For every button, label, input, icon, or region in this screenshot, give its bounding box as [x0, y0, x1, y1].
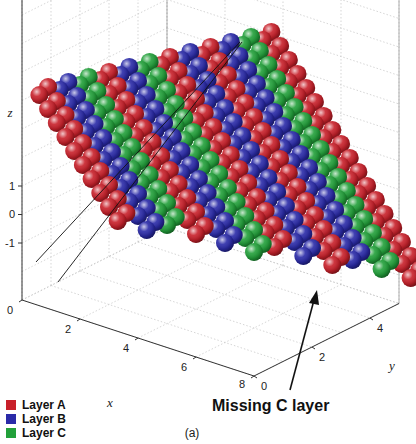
atom: [187, 225, 205, 243]
tick: [77, 319, 80, 321]
tick-label: 0: [261, 381, 267, 392]
tick-label: 8: [239, 379, 245, 390]
atom-shade: [187, 225, 205, 243]
atom-shade: [323, 256, 341, 274]
atom-shade: [138, 221, 156, 239]
tick-label: 4: [377, 323, 383, 334]
tick: [312, 347, 315, 349]
tick-label: 0: [7, 305, 13, 316]
atom-shade: [373, 260, 391, 278]
axis-label: z: [7, 106, 12, 119]
atom-shade: [294, 247, 312, 265]
grid-line: [22, 300, 254, 376]
grid-line: [22, 0, 167, 72]
axis-label: y: [389, 359, 395, 372]
atom-shade: [402, 269, 416, 287]
atom-shade: [245, 243, 263, 261]
callout-arrow: [290, 300, 314, 390]
grid: [18, 0, 399, 378]
tick: [135, 338, 138, 340]
tick: [254, 376, 257, 378]
grid-line: [22, 199, 167, 272]
tick-label: 1: [9, 181, 15, 192]
legend-text: Layer C: [22, 426, 66, 440]
tick-label: 6: [181, 362, 187, 373]
arrow-head: [309, 290, 319, 305]
z-axis: [22, 0, 23, 300]
atom: [138, 221, 156, 239]
grid-line: [22, 0, 167, 15]
atom: [323, 256, 341, 274]
legend-text: Layer B: [22, 412, 66, 426]
tick: [251, 376, 254, 378]
tick: [18, 186, 22, 187]
legend-text: Layer A: [22, 398, 66, 412]
legend-swatch: [6, 428, 16, 438]
atom-shade: [109, 212, 127, 230]
grid-line: [80, 247, 225, 320]
legend-swatch: [6, 414, 16, 424]
y-axis: [254, 304, 399, 377]
plane-line: [36, 42, 240, 262]
tick: [18, 214, 22, 215]
grid-line: [138, 266, 283, 339]
tick-label: 0: [9, 209, 15, 220]
grid-line: [51, 286, 283, 362]
atom-shade: [216, 234, 234, 252]
grid-line: [109, 257, 341, 333]
atom: [373, 260, 391, 278]
tick-label: 2: [65, 324, 71, 335]
legend-row: Layer A: [6, 398, 66, 412]
grid-line: [22, 0, 23, 300]
grid-line: [138, 242, 370, 318]
grid-line: [167, 85, 399, 161]
atom: [402, 269, 416, 287]
tick: [193, 357, 196, 359]
callout-text: Missing C layer: [212, 398, 329, 414]
atoms: [30, 23, 416, 287]
grid-line: [22, 171, 167, 244]
legend: Layer ALayer BLayer C: [6, 398, 66, 440]
plane-line: [58, 42, 242, 282]
atom: [294, 247, 312, 265]
grid-line: [167, 199, 399, 275]
atom: [216, 234, 234, 252]
tick: [18, 243, 22, 244]
axis-label: x: [107, 396, 113, 409]
caption: (a): [185, 426, 200, 440]
grid-line: [80, 271, 312, 347]
legend-row: Layer C: [6, 426, 66, 440]
legend-row: Layer B: [6, 412, 66, 426]
grid-line: [254, 304, 399, 377]
tick-label: 4: [123, 343, 129, 354]
plane-lines: [36, 42, 319, 390]
atom: [245, 243, 263, 261]
grid-line: [167, 0, 399, 19]
tick: [19, 300, 22, 302]
x-axis: [22, 300, 254, 376]
atom: [109, 212, 127, 230]
tick-label: 2: [319, 352, 325, 363]
tick-label: -1: [5, 238, 15, 249]
tick: [370, 318, 373, 320]
grid-line: [196, 285, 341, 358]
legend-swatch: [6, 400, 16, 410]
grid-line: [22, 0, 167, 44]
